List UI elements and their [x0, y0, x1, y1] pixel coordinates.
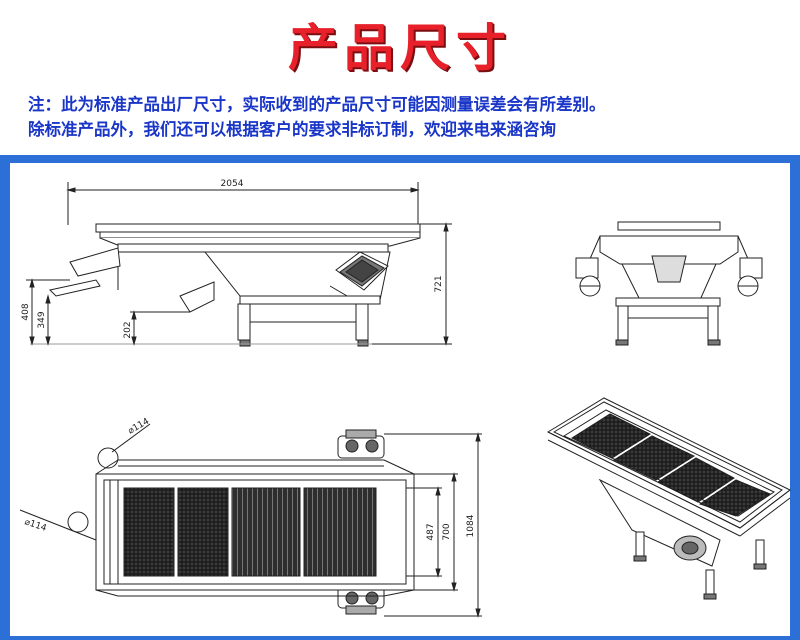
end-view: [575, 221, 763, 346]
top-view: ⌀114 ⌀114 487 700 1084: [19, 417, 482, 618]
side-motor: [329, 251, 389, 301]
end-motor-left: [575, 257, 601, 297]
isometric-view: [546, 397, 791, 600]
iso-screen-2: [612, 435, 696, 481]
dim-overall-width-label: 1084: [466, 514, 476, 537]
dim-inner-width-label: 700: [442, 523, 452, 540]
dim-motor-dia-left-label: 114: [28, 519, 48, 534]
iso-screen-3: [656, 457, 735, 503]
dim-height-outlet-label: 408: [21, 303, 31, 320]
iso-motor: [673, 535, 707, 561]
dim-widths: 487 700 1084: [384, 432, 482, 618]
dim-screen-width-label: 487: [426, 523, 436, 540]
dim-motor-dia-top: ⌀114: [111, 417, 152, 453]
screen-panel-2: [177, 487, 229, 577]
dim-height-outlet: 408 349: [21, 278, 70, 346]
note-line-2: 除标准产品外，我们还可以根据客户的要求非标订制，欢迎来电来涵咨询: [28, 120, 556, 139]
top-view-motor-top: [337, 429, 385, 459]
side-view: 2054: [21, 179, 452, 347]
dim-height-total: 721: [372, 222, 452, 346]
screen-panel-1: [123, 487, 175, 577]
size-note: 注：此为标准产品出厂尺寸，实际收到的产品尺寸可能因测量误差会有所差别。 除标准产…: [28, 92, 788, 142]
dim-length-label: 2054: [221, 179, 244, 189]
end-motor-right: [737, 257, 763, 297]
screen-panel-4: [303, 487, 377, 577]
svg-text:⌀114: ⌀114: [127, 417, 152, 437]
page-title: 产品尺寸: [288, 19, 512, 77]
dim-height-base-label: 202: [123, 321, 133, 338]
note-line-1: 注：此为标准产品出厂尺寸，实际收到的产品尺寸可能因测量误差会有所差别。: [28, 95, 606, 114]
dim-height-base: 202: [123, 310, 190, 346]
dim-height-total-label: 721: [434, 275, 444, 292]
iso-screen-4: [698, 479, 772, 517]
dim-motor-dia-top-label: 114: [131, 417, 151, 434]
screen-panel-3: [231, 487, 301, 577]
iso-screen-1: [570, 413, 652, 459]
dim-length: 2054: [66, 179, 420, 225]
dim-height-outlet-lower-label: 349: [37, 311, 47, 328]
